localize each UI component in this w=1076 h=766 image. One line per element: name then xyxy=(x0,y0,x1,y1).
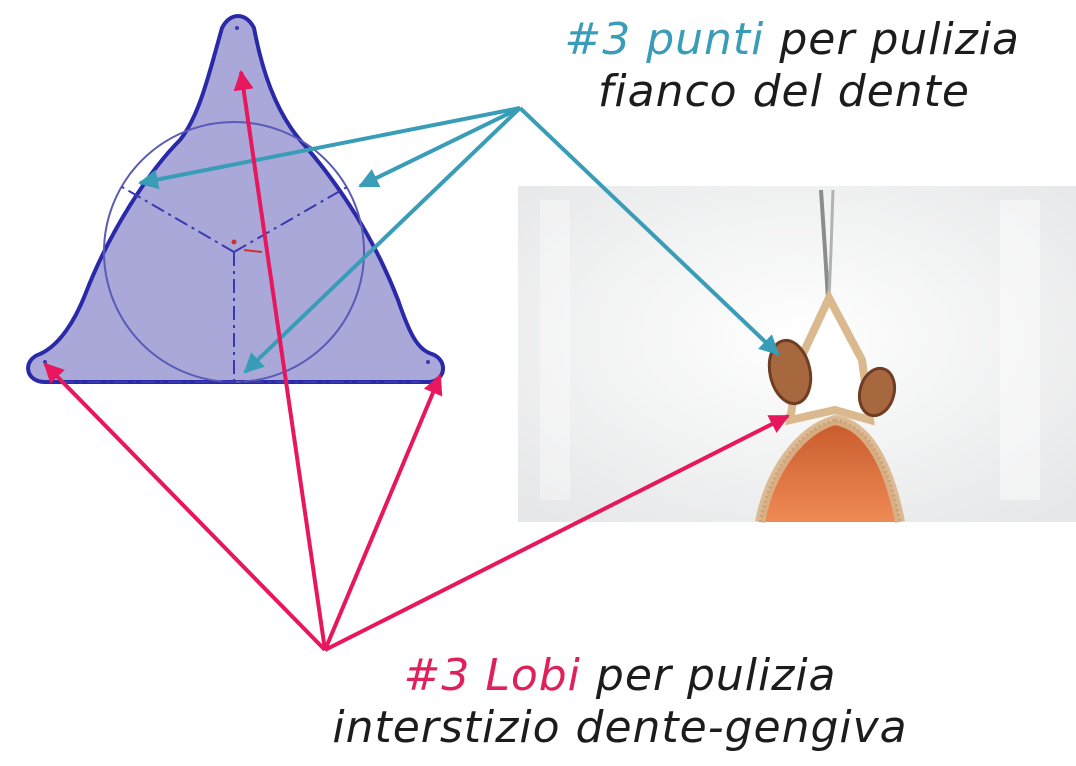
gum-shape xyxy=(760,420,900,522)
top-caption-rest: per pulizia xyxy=(764,14,1020,65)
bottom-caption-highlight: #3 Lobi xyxy=(403,650,581,701)
spoke-left xyxy=(121,186,235,253)
brush-lobe-right xyxy=(857,366,897,418)
teal-arrows xyxy=(138,106,780,374)
pink-arrow-right-lobe xyxy=(323,374,443,651)
brush-lobe-left xyxy=(767,338,813,406)
pink-arrows xyxy=(43,70,790,652)
teal-arrow-photo xyxy=(518,106,780,356)
teal-arrow-bottom-flank xyxy=(243,106,522,374)
pink-arrow-left-lobe xyxy=(43,362,327,652)
spoke-right xyxy=(233,186,348,253)
interdental-photo xyxy=(518,186,1076,523)
bottom-caption-line1: #3 Lobi per pulizia xyxy=(403,650,836,701)
pink-arrow-top-lobe xyxy=(233,70,327,651)
top-caption: #3 punti per pulizia fianco del dente xyxy=(0,14,1020,118)
bottom-caption: #3 Lobi per pulizia interstizio dente-ge… xyxy=(240,650,1000,754)
pink-arrow-photo xyxy=(324,414,790,652)
top-caption-line2: fianco del dente xyxy=(597,66,970,117)
brush-wire xyxy=(819,189,830,301)
top-caption-highlight: #3 punti xyxy=(564,14,765,65)
bottom-caption-rest: per pulizia xyxy=(580,650,837,701)
bottom-caption-line2: interstizio dente-gengiva xyxy=(332,702,908,753)
top-caption-line1: #3 punti per pulizia xyxy=(564,14,1020,65)
teal-arrow-right-flank xyxy=(358,106,521,188)
teal-arrow-left-flank xyxy=(138,106,521,190)
center-mark xyxy=(231,239,237,245)
